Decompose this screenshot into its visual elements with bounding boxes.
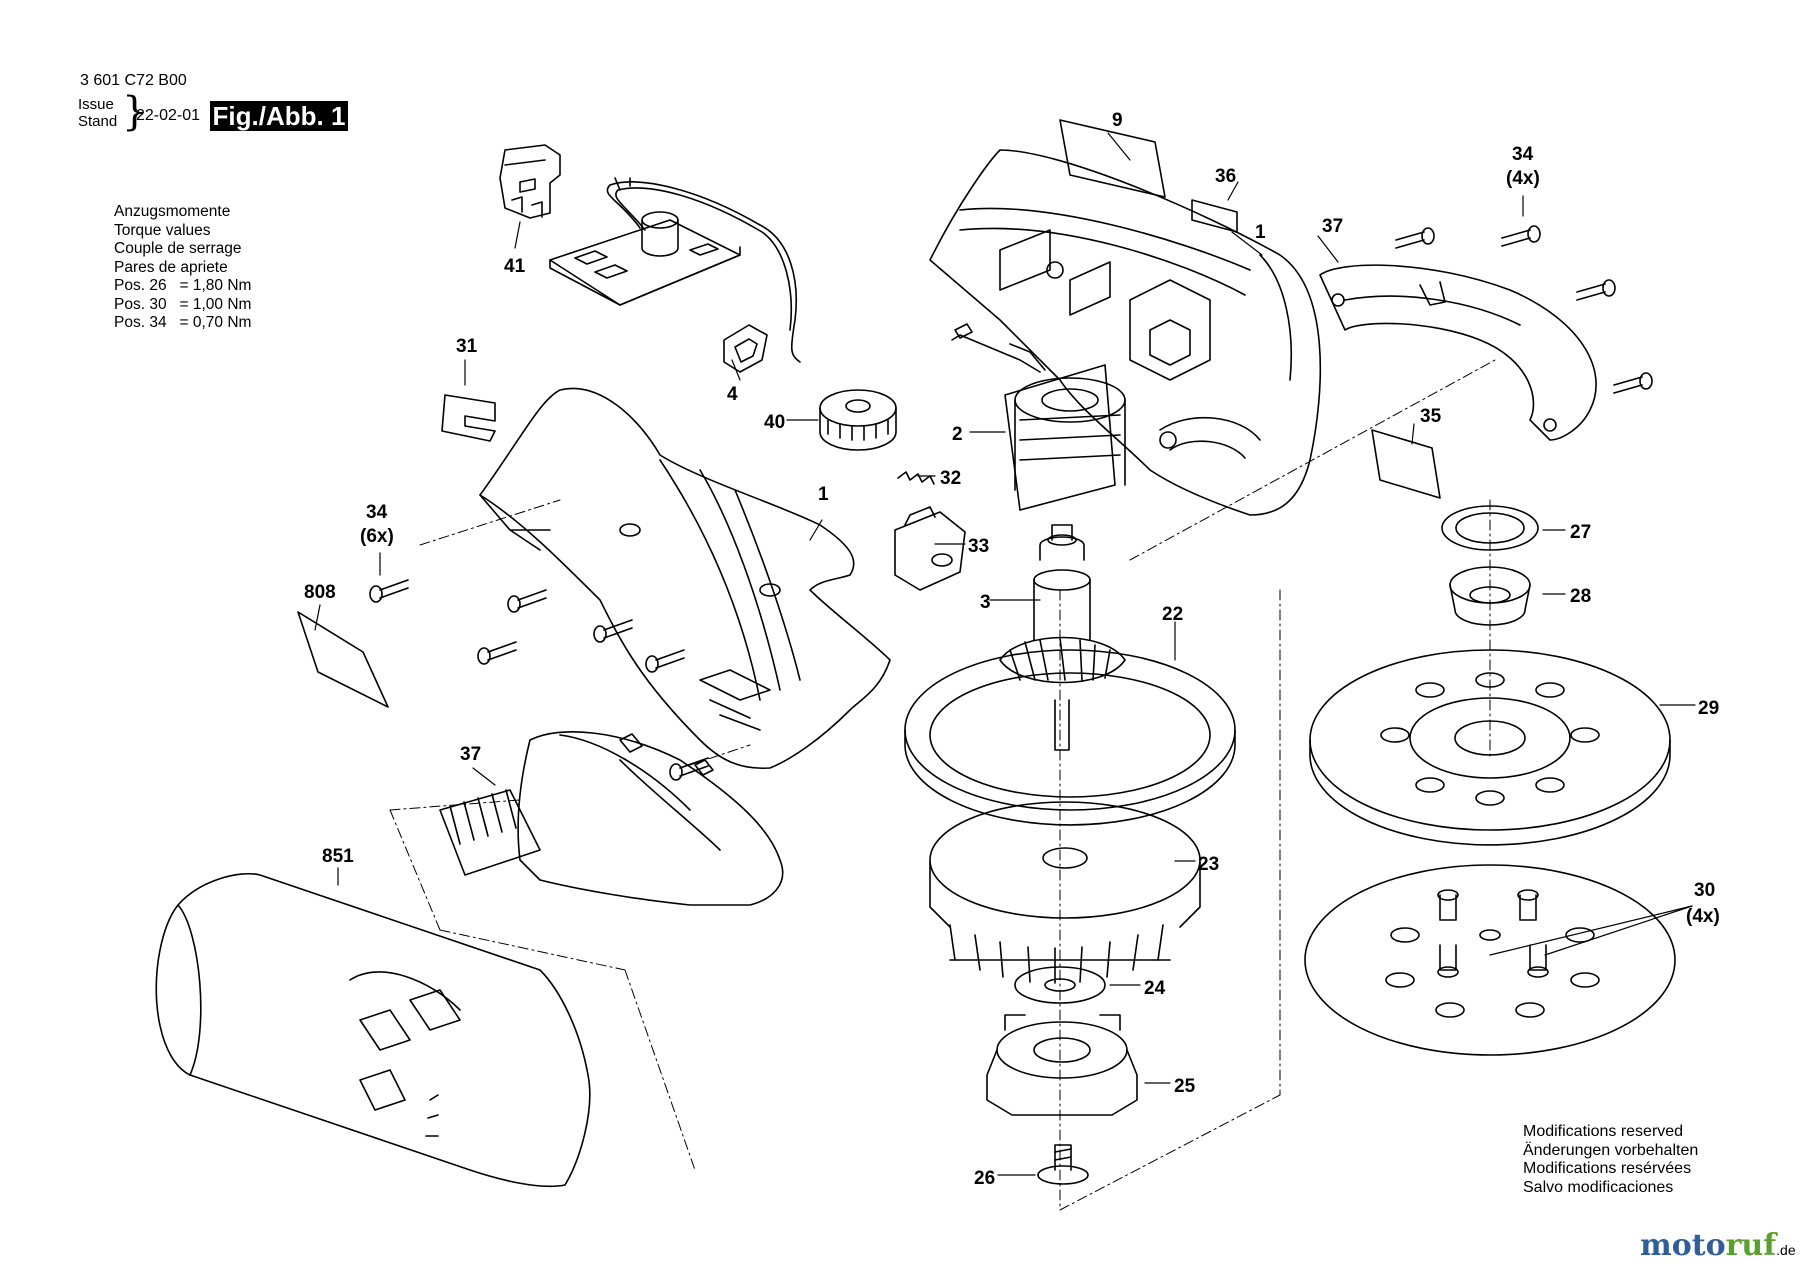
- brace-icon: }: [122, 89, 148, 135]
- torque-spec: Pos. 30 = 1,00 Nm: [114, 295, 252, 313]
- torque-heading-en: Torque values: [114, 221, 211, 239]
- callout-40: 40: [764, 412, 785, 433]
- callout-808: 808: [304, 582, 336, 603]
- callout-32: 32: [940, 468, 961, 489]
- part-4-clip: [723, 324, 768, 373]
- part-2-field-stator: [951, 323, 1126, 511]
- part-23-fan: [929, 801, 1201, 984]
- callout-30-qty: (4x): [1686, 906, 1720, 927]
- watermark-logo: motoruf.de: [1640, 1228, 1796, 1263]
- issue-label: Issue: [78, 96, 114, 113]
- callout-33: 33: [968, 536, 989, 557]
- part-electronic-module: [549, 177, 801, 363]
- part-35-label: [1371, 429, 1441, 499]
- callout-31: 31: [456, 336, 478, 357]
- part-27-ring: [1441, 505, 1539, 551]
- part-30-screws: [1437, 889, 1549, 978]
- callout-3: 3: [980, 592, 991, 613]
- torque-heading-de: Anzugsmomente: [114, 203, 231, 220]
- callout-28: 28: [1570, 586, 1591, 607]
- callout-23: 23: [1198, 854, 1219, 875]
- part-number: 3 601 C72 B00: [80, 72, 187, 89]
- callout-1-lower: 1: [818, 484, 829, 505]
- issue-date: 22-02-01: [136, 107, 201, 124]
- part-36-label: [1191, 199, 1238, 233]
- part-29-sanding-pad: [1309, 649, 1671, 846]
- part-851-dust-box: [155, 873, 591, 1188]
- torque-values-block: Anzugsmomente Torque values Couple de se…: [114, 203, 251, 333]
- stand-label: Stand: [78, 113, 118, 130]
- part-33-button: [894, 506, 966, 591]
- part-28-seal: [1449, 566, 1531, 626]
- part-1-housing-half-right: [929, 149, 1322, 516]
- part-808-label: [297, 611, 389, 708]
- torque-spec: Pos. 34 = 0,70 Nm: [114, 314, 252, 331]
- callout-851: 851: [322, 846, 354, 867]
- part-1-housing-half-left: [479, 387, 891, 770]
- callout-25: 25: [1174, 1076, 1196, 1097]
- part-34-screws-upper: [1395, 225, 1653, 394]
- part-sanding-disc: [1304, 864, 1676, 1056]
- torque-spec: Pos. 26 = 1,80 Nm: [114, 277, 252, 294]
- callout-27: 27: [1570, 522, 1591, 543]
- callout-34-left: 34: [366, 502, 388, 523]
- part-26-screw: [1037, 1144, 1089, 1185]
- callout-4: 4: [727, 384, 738, 405]
- callout-24: 24: [1144, 978, 1166, 999]
- callout-22: 22: [1162, 604, 1183, 625]
- torque-heading-fr: Couple de serrage: [114, 240, 242, 257]
- callout-labels: 9 36 1 37 34 (4x) 35 41 4 40 2 32 33 3 2…: [304, 110, 1720, 1189]
- part-3-armature: [999, 524, 1126, 751]
- part-22-ring: [904, 649, 1236, 826]
- part-40-thumbwheel: [819, 389, 897, 451]
- part-37-dust-adapter-lower: [439, 731, 784, 906]
- callout-34-left-qty: (6x): [360, 526, 394, 547]
- watermark-suffix: .de: [1776, 1242, 1796, 1258]
- callout-30: 30: [1694, 880, 1715, 901]
- part-25-bearing-flange: [986, 1014, 1138, 1116]
- part-34-screws-left: [369, 579, 709, 781]
- modifications-line: Salvo modificaciones: [1523, 1178, 1674, 1196]
- callout-34-upper-qty: (4x): [1506, 168, 1540, 189]
- modifications-note: Modifications reserved Änderungen vorbeh…: [1523, 1123, 1698, 1197]
- part-31-clip: [441, 394, 496, 442]
- callout-41: 41: [504, 256, 526, 277]
- callout-37-upper: 37: [1322, 216, 1343, 237]
- torque-heading-es: Pares de apriete: [114, 258, 228, 276]
- callout-29: 29: [1698, 698, 1719, 719]
- assembly-axis-lines: [389, 359, 1496, 1211]
- part-24-washer: [1014, 966, 1106, 1004]
- part-37-dust-cover-upper: [1319, 264, 1597, 441]
- part-9-label: [1059, 119, 1166, 198]
- modifications-line: Änderungen vorbehalten: [1523, 1141, 1699, 1159]
- part-41-switch: [499, 144, 561, 219]
- callout-37-lower: 37: [460, 744, 481, 765]
- callout-2: 2: [952, 424, 963, 445]
- part-32-spring: [897, 471, 935, 485]
- modifications-line: Modifications resérvées: [1523, 1160, 1692, 1177]
- callout-35: 35: [1420, 406, 1442, 427]
- figure-label: Fig./Abb. 1: [210, 101, 348, 131]
- callout-36: 36: [1215, 166, 1236, 187]
- watermark-main: motoruf: [1640, 1228, 1777, 1263]
- modifications-line: Modifications reserved: [1523, 1123, 1684, 1140]
- callout-1-upper: 1: [1255, 222, 1266, 243]
- callout-9: 9: [1112, 110, 1123, 131]
- leader-lines: [314, 132, 1696, 1176]
- callout-26: 26: [974, 1168, 995, 1189]
- issue-stand-label: Issue Stand: [78, 96, 117, 130]
- callout-34-upper: 34: [1512, 144, 1534, 165]
